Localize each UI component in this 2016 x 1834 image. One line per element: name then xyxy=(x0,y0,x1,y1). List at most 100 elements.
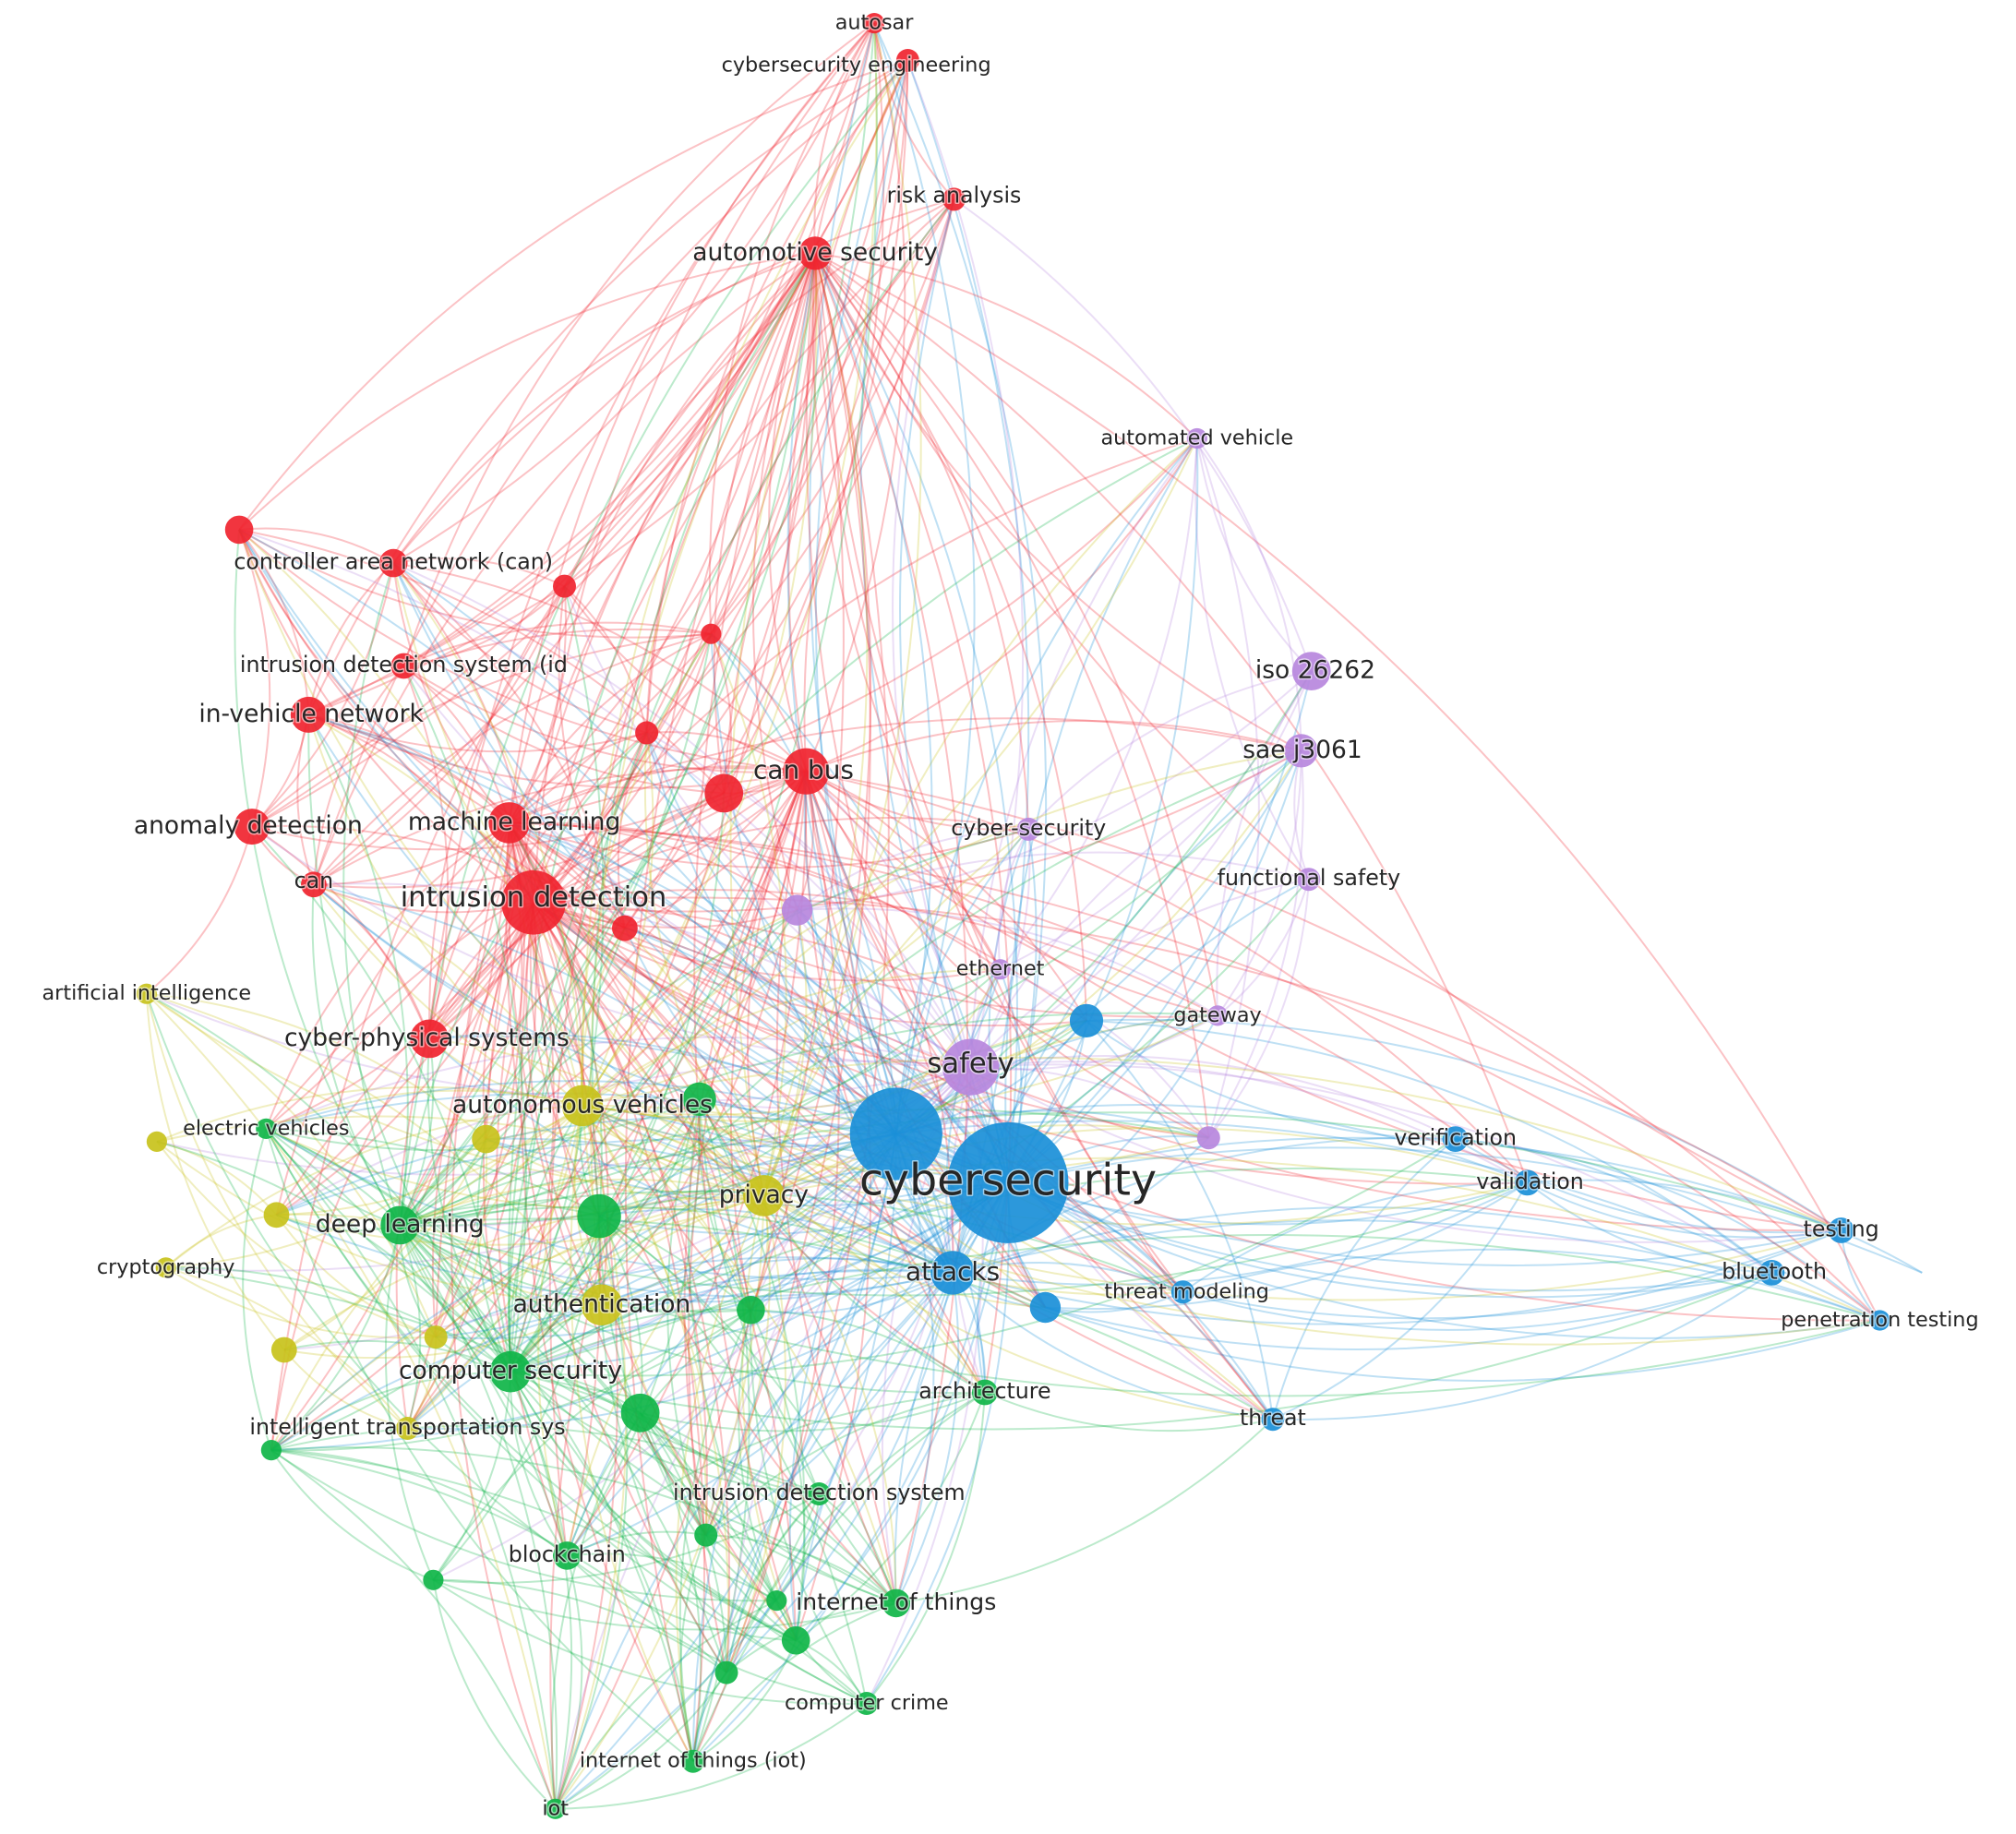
node-machine-learning[interactable] xyxy=(488,802,530,844)
link-attacks-g_unl_2 xyxy=(598,1207,954,1274)
node-computer-crime[interactable] xyxy=(855,1692,879,1715)
node-r-unl-6[interactable] xyxy=(612,915,638,941)
link-machine_learning-r_unl_3 xyxy=(508,632,712,823)
node-iso-26262[interactable] xyxy=(1291,652,1331,690)
link-b_unl_1-y_unl_5 xyxy=(436,1133,897,1338)
link-internet_of_things-g_unl_1 xyxy=(698,1098,897,1604)
node-penetration-testing[interactable] xyxy=(1869,1310,1890,1331)
node-cyber-security[interactable] xyxy=(1016,817,1040,841)
node-architecture[interactable] xyxy=(972,1379,998,1406)
node-g-unl-7[interactable] xyxy=(423,1569,444,1590)
link-b_unl_1-controller_area_network xyxy=(392,562,897,1135)
node-internet-of-things-iot[interactable] xyxy=(681,1749,705,1773)
node-blockchain[interactable] xyxy=(553,1541,582,1570)
label-can-bus: can bus xyxy=(753,755,854,785)
node-cybersecurity[interactable] xyxy=(947,1121,1069,1243)
node-y-unl-1[interactable] xyxy=(146,1131,167,1152)
node-controller-area-network[interactable] xyxy=(378,548,408,578)
node-functional-safety[interactable] xyxy=(1297,868,1321,892)
node-artificial-intelligence[interactable] xyxy=(136,983,157,1004)
label-ethernet: ethernet xyxy=(956,957,1045,981)
node-ethernet[interactable] xyxy=(990,959,1011,980)
link-g_unl_2-g_unl_4 xyxy=(598,1216,643,1413)
link-internet_of_things-internet_of_things_iot xyxy=(691,1601,897,1762)
node-electric-vehicles[interactable] xyxy=(256,1118,277,1139)
node-threat[interactable] xyxy=(1261,1408,1285,1432)
node-g-unl-8[interactable] xyxy=(781,1626,810,1655)
link-machine_learning-threat_modeling xyxy=(508,821,1183,1293)
node-internet-of-things[interactable] xyxy=(882,1588,911,1618)
node-deep-learning[interactable] xyxy=(380,1205,420,1245)
node-b-unl-3[interactable] xyxy=(1029,1291,1062,1324)
node-anomaly-detection[interactable] xyxy=(234,809,270,845)
link-cybersecurity-cybersecurity_engineering xyxy=(859,60,1009,1183)
node-g-unl-4[interactable] xyxy=(620,1393,660,1432)
link-computer_crime-iot xyxy=(555,1702,868,1810)
node-b-unl-1[interactable] xyxy=(849,1087,942,1181)
node-cybersecurity-engineering[interactable] xyxy=(895,49,919,72)
node-authentication[interactable] xyxy=(581,1284,623,1326)
node-iot[interactable] xyxy=(545,1798,566,1819)
node-in-vehicle-network[interactable] xyxy=(290,696,327,733)
node-y-unl-3[interactable] xyxy=(263,1202,290,1229)
link-machine_learning-g_unl_8 xyxy=(508,821,798,1641)
node-sae-j3061[interactable] xyxy=(1284,734,1318,768)
link-privacy-autosar xyxy=(762,22,922,1196)
node-r-unl-2[interactable] xyxy=(553,574,576,598)
node-intelligent-transportation-sys[interactable] xyxy=(396,1417,419,1440)
node-automated-vehicle[interactable] xyxy=(1186,427,1207,450)
node-g-unl-9[interactable] xyxy=(714,1660,738,1684)
node-r-unl-3[interactable] xyxy=(701,623,722,644)
label-cybersecurity: cybersecurity xyxy=(859,1155,1157,1205)
node-can[interactable] xyxy=(301,871,327,898)
node-g-unl-2[interactable] xyxy=(577,1193,621,1239)
link-autonomous_vehicles-in_vehicle_network xyxy=(307,714,583,1107)
node-g-unl-1[interactable] xyxy=(682,1082,716,1116)
node-intrusion-detection[interactable] xyxy=(501,870,566,935)
node-g-unl-5[interactable] xyxy=(260,1440,282,1461)
link-anomaly_detection-cyber_physical_systems xyxy=(251,825,431,1039)
link-deep_learning-p_unl_2 xyxy=(399,1108,1209,1227)
node-risk-analysis[interactable] xyxy=(942,187,966,211)
node-y-unl-4[interactable] xyxy=(270,1337,297,1363)
link-risk_analysis-r_unl_5 xyxy=(723,198,955,794)
link-b_unl_1-y_unl_2 xyxy=(486,1133,897,1170)
link-computer_security-g_unl_3 xyxy=(510,1308,751,1373)
node-gateway[interactable] xyxy=(1206,1005,1229,1026)
link-attacks-in_vehicle_network xyxy=(307,713,954,1274)
node-g-unl-3[interactable] xyxy=(737,1296,765,1325)
node-autosar[interactable] xyxy=(864,13,885,34)
node-can-bus[interactable] xyxy=(783,748,830,795)
node-privacy[interactable] xyxy=(743,1175,785,1217)
node-computer-security[interactable] xyxy=(489,1350,532,1393)
node-intrusion-detection-system-id[interactable] xyxy=(390,653,417,679)
node-r-unl-1[interactable] xyxy=(224,515,254,545)
node-g-unl-10[interactable] xyxy=(766,1590,787,1612)
link-can_bus-internet_of_things xyxy=(775,771,897,1604)
node-y-unl-5[interactable] xyxy=(424,1325,448,1349)
link-automotive_security-authentication xyxy=(589,252,816,1305)
node-autonomous-vehicles[interactable] xyxy=(561,1085,604,1127)
node-validation[interactable] xyxy=(1514,1169,1541,1196)
node-threat-modeling[interactable] xyxy=(1170,1280,1194,1304)
node-automotive-security[interactable] xyxy=(798,236,833,270)
node-testing[interactable] xyxy=(1828,1217,1854,1243)
node-r-unl-5[interactable] xyxy=(704,773,744,813)
node-r-unl-4[interactable] xyxy=(635,721,659,745)
node-intrusion-detection-system[interactable] xyxy=(807,1482,831,1505)
link-privacy-penetration_testing xyxy=(763,1157,1880,1322)
node-safety[interactable] xyxy=(942,1038,1000,1096)
node-cryptography[interactable] xyxy=(155,1257,176,1278)
node-attacks[interactable] xyxy=(930,1251,975,1295)
node-bluetooth[interactable] xyxy=(1758,1260,1785,1286)
link-safety-intrusion_detection_system xyxy=(818,1067,972,1495)
node-b-unl-2[interactable] xyxy=(1069,1003,1104,1037)
node-g-unl-6[interactable] xyxy=(694,1523,718,1547)
link-autonomous_vehicles-cyber_security xyxy=(582,828,1030,1107)
node-p-unl-2[interactable] xyxy=(1196,1126,1220,1150)
node-y-unl-2[interactable] xyxy=(472,1124,500,1154)
node-p-unl-1[interactable] xyxy=(781,894,813,926)
link-automotive_security-internet_of_things_iot xyxy=(624,253,817,1762)
node-cyber-physical-systems[interactable] xyxy=(410,1019,450,1059)
node-verification[interactable] xyxy=(1442,1126,1469,1152)
